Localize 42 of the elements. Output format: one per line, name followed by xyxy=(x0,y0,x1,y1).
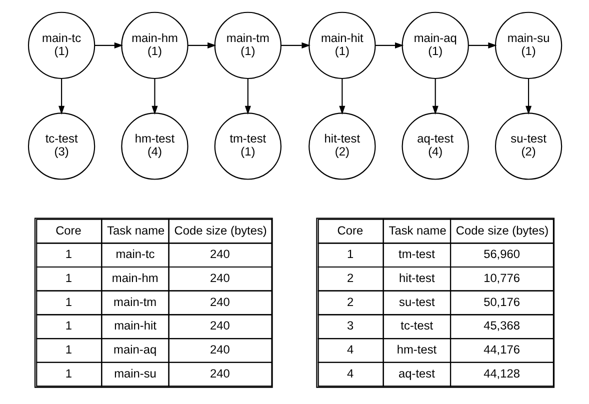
label: tc-test xyxy=(400,318,434,333)
label: hm-test xyxy=(396,342,437,356)
label: 1 xyxy=(65,294,72,309)
label: 10,776 xyxy=(484,270,520,285)
label: Core xyxy=(337,223,364,238)
label: 240 xyxy=(210,366,230,380)
label: 4 xyxy=(347,366,354,380)
label: main-tc xyxy=(116,247,155,262)
label: 45,368 xyxy=(484,318,520,333)
label: 1 xyxy=(65,318,72,333)
label: 56,960 xyxy=(484,247,520,262)
label: 1 xyxy=(65,270,72,285)
label: 240 xyxy=(210,270,230,285)
label: 1 xyxy=(347,247,354,262)
label: 2 xyxy=(347,270,354,285)
label: 1 xyxy=(65,366,72,380)
label: aq-test xyxy=(398,366,435,380)
label: main-aq xyxy=(114,342,157,356)
label: 240 xyxy=(210,247,230,262)
label: 1 xyxy=(65,342,72,356)
label: main-tm xyxy=(114,294,157,309)
label: Code size (bytes) xyxy=(174,223,267,238)
label: 240 xyxy=(210,318,230,333)
label: main-hm xyxy=(112,270,158,285)
label: tm-test xyxy=(398,247,435,262)
label: 240 xyxy=(210,294,230,309)
label: 3 xyxy=(347,318,354,333)
label: Code size (bytes) xyxy=(456,223,549,238)
label: 1 xyxy=(65,247,72,262)
label: Task name xyxy=(388,223,446,238)
label: 44,128 xyxy=(484,366,520,380)
label: main-su xyxy=(114,366,156,380)
label: 2 xyxy=(347,294,354,309)
label: Core xyxy=(56,223,82,238)
label: su-test xyxy=(399,294,435,309)
label: main-hit xyxy=(114,318,156,333)
label: Task name xyxy=(107,223,165,238)
label: 4 xyxy=(347,342,354,356)
label: 44,176 xyxy=(484,342,520,356)
label: 240 xyxy=(210,342,230,356)
label: 50,176 xyxy=(484,294,520,309)
label: hit-test xyxy=(399,270,435,285)
